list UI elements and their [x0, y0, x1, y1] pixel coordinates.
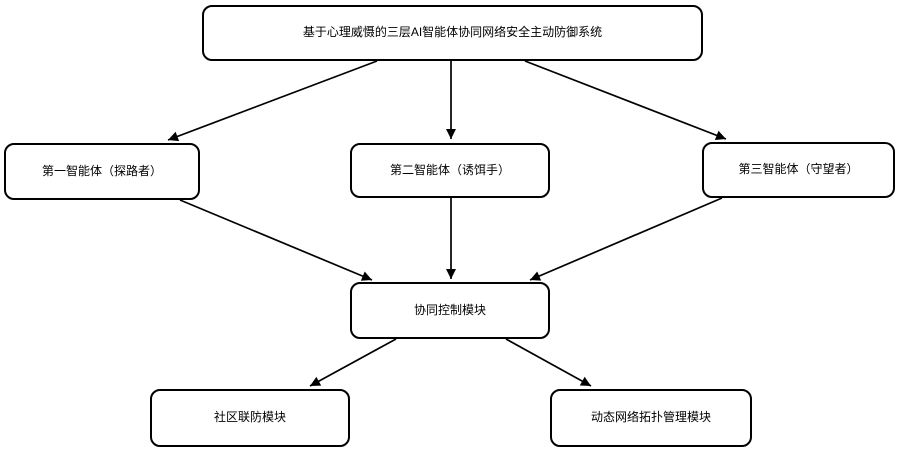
node-coordination-control: 协同控制模块 [350, 282, 550, 339]
node-agent1-pathfinder: 第一智能体（探路者） [4, 143, 200, 200]
node-system-title: 基于心理威慑的三层AI智能体协同网络安全主动防御系统 [202, 5, 703, 61]
node-dynamic-topology-label: 动态网络拓扑管理模块 [590, 410, 711, 425]
node-community-defense: 社区联防模块 [150, 389, 350, 447]
node-agent2-decoy: 第二智能体（诱饵手） [350, 143, 550, 198]
node-system-title-label: 基于心理威慑的三层AI智能体协同网络安全主动防御系统 [302, 25, 603, 40]
edge-agent3-control [529, 197, 723, 281]
node-community-defense-label: 社区联防模块 [213, 410, 286, 425]
node-coordination-control-label: 协同控制模块 [413, 302, 486, 317]
node-agent1-label: 第一智能体（探路者） [41, 163, 162, 178]
edge-title-agent1 [167, 60, 378, 142]
node-dynamic-topology: 动态网络拓扑管理模块 [550, 389, 752, 447]
edge-control-community [309, 338, 397, 387]
node-agent2-label: 第二智能体（诱饵手） [389, 162, 510, 177]
edge-title-agent3 [524, 60, 727, 141]
edge-agent1-control [179, 199, 373, 281]
node-agent3-watcher: 第三智能体（守望者） [702, 142, 895, 198]
edge-control-topology [505, 338, 592, 387]
node-agent3-label: 第三智能体（守望者） [738, 162, 859, 177]
